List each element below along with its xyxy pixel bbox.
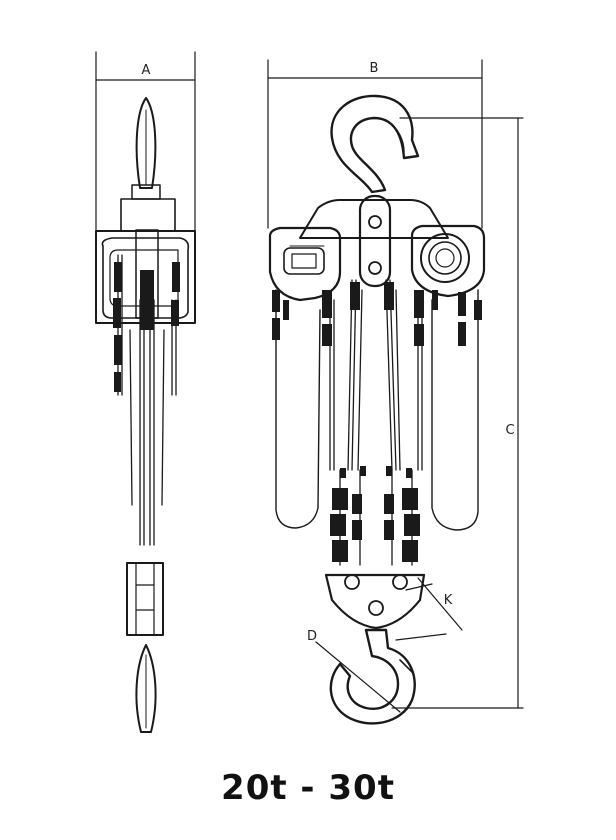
dimension-d-line bbox=[315, 641, 401, 713]
dimension-k-label: K bbox=[444, 593, 453, 608]
suspension-plate bbox=[299, 199, 449, 239]
dimension-b-line bbox=[267, 59, 483, 229]
dimension-a-label: A bbox=[142, 63, 151, 78]
lower-block-side bbox=[126, 562, 164, 636]
bottom-hook bbox=[329, 628, 416, 725]
side-view: A bbox=[95, 51, 196, 733]
dimension-c-line bbox=[391, 117, 524, 709]
dimension-c-label: C bbox=[505, 423, 514, 438]
dimension-d-label: D bbox=[307, 629, 317, 644]
bottom-hook-side bbox=[135, 644, 157, 733]
capacity-caption: 20t - 30t bbox=[221, 768, 395, 808]
dimension-b-label: B bbox=[370, 61, 379, 76]
chain-hoist-diagram: A bbox=[95, 51, 524, 733]
front-view: B C bbox=[267, 59, 524, 725]
hoist-body-side bbox=[120, 198, 176, 232]
lower-block bbox=[324, 573, 426, 630]
dimension-a-line bbox=[95, 51, 196, 231]
top-hook bbox=[330, 94, 420, 194]
left-gearbox bbox=[268, 226, 342, 302]
top-hook-side bbox=[135, 97, 157, 189]
hand-chain-loops bbox=[275, 289, 479, 531]
right-gearbox bbox=[410, 224, 486, 298]
dimension-k-line bbox=[395, 577, 463, 641]
